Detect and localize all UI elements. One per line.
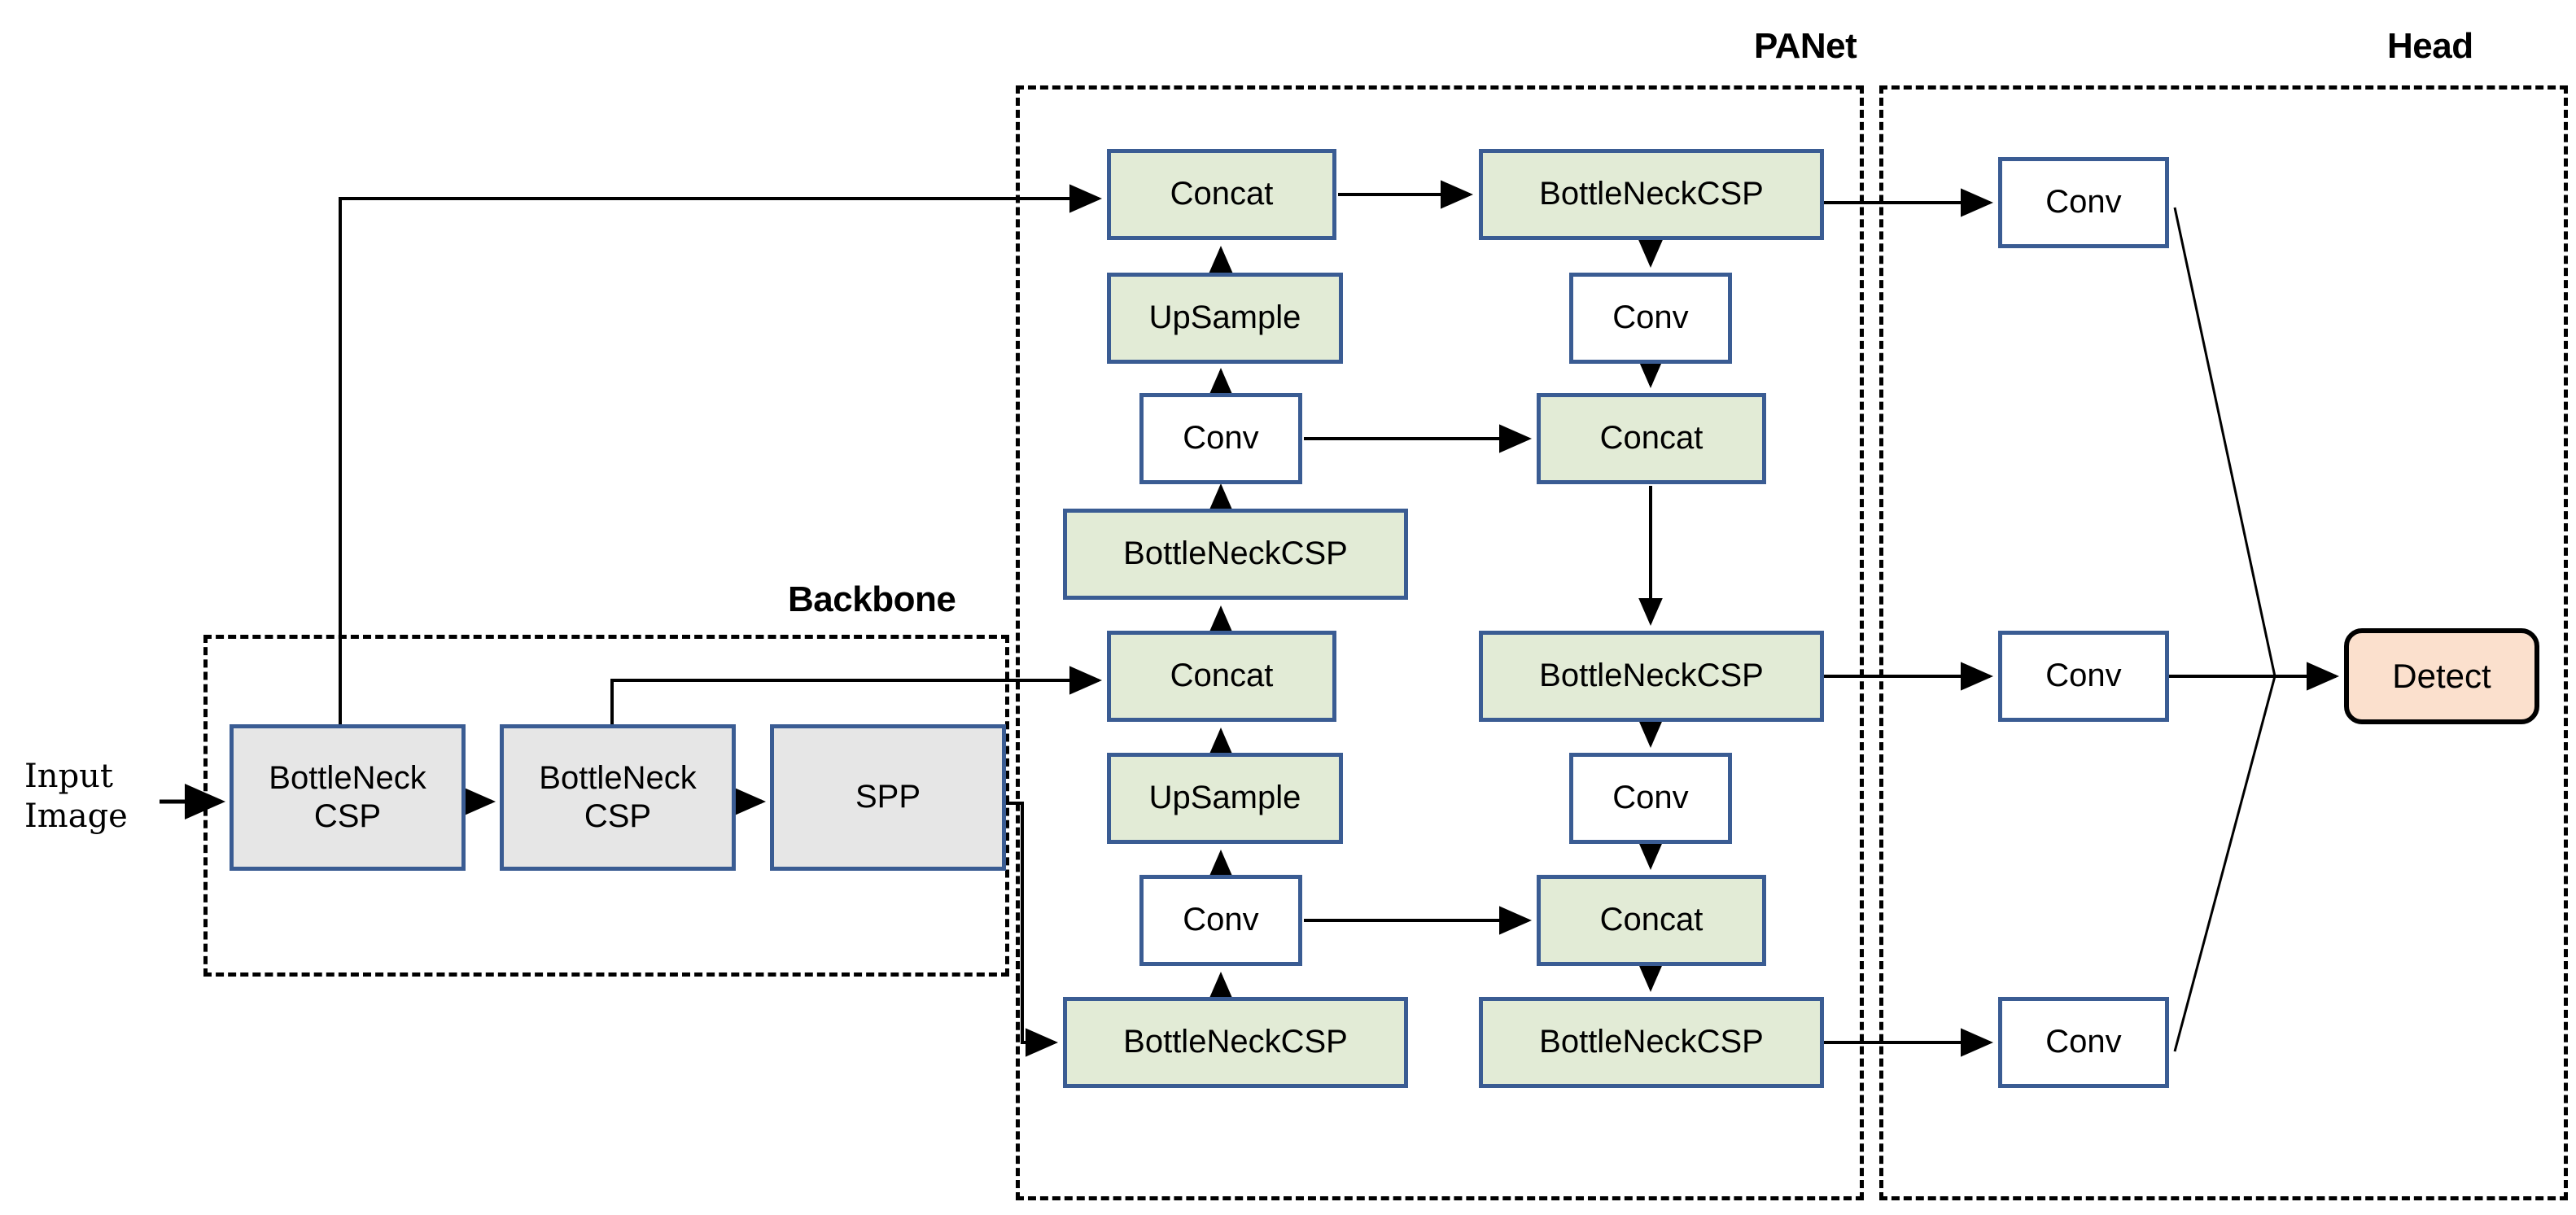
node-panet-bottleneckcsp-bottom[interactable]: BottleNeckCSP bbox=[1063, 997, 1408, 1088]
node-panet-upsample-top[interactable]: UpSample bbox=[1107, 273, 1343, 364]
node-backbone-spp[interactable]: SPP bbox=[770, 724, 1006, 871]
node-head-conv-1[interactable]: Conv bbox=[1998, 157, 2169, 248]
node-backbone-bottleneckcsp-1[interactable]: BottleNeck CSP bbox=[230, 724, 466, 871]
node-head-conv-3[interactable]: Conv bbox=[1998, 997, 2169, 1088]
node-panet-bottleneckcsp-r1[interactable]: BottleNeckCSP bbox=[1479, 149, 1824, 240]
node-head-conv-2[interactable]: Conv bbox=[1998, 631, 2169, 722]
node-panet-concat-r1[interactable]: Concat bbox=[1537, 393, 1766, 484]
group-label-head: Head bbox=[2387, 26, 2473, 66]
node-panet-concat-top[interactable]: Concat bbox=[1107, 149, 1336, 240]
node-backbone-bottleneckcsp-2[interactable]: BottleNeck CSP bbox=[500, 724, 736, 871]
node-panet-bottleneckcsp-r3[interactable]: BottleNeckCSP bbox=[1479, 997, 1824, 1088]
group-frame-head bbox=[1879, 85, 2568, 1200]
input-image-label: Input Image bbox=[24, 758, 128, 835]
node-panet-conv-r1[interactable]: Conv bbox=[1569, 273, 1732, 364]
node-panet-upsample-bottom[interactable]: UpSample bbox=[1107, 753, 1343, 844]
group-frame-panet bbox=[1016, 85, 1864, 1200]
group-label-panet: PANet bbox=[1754, 26, 1857, 66]
group-label-backbone: Backbone bbox=[788, 579, 956, 619]
node-head-detect[interactable]: Detect bbox=[2344, 628, 2539, 724]
node-panet-conv-top[interactable]: Conv bbox=[1139, 393, 1302, 484]
node-panet-bottleneckcsp-r2[interactable]: BottleNeckCSP bbox=[1479, 631, 1824, 722]
node-panet-concat-mid[interactable]: Concat bbox=[1107, 631, 1336, 722]
node-panet-bottleneckcsp-mid[interactable]: BottleNeckCSP bbox=[1063, 509, 1408, 600]
node-panet-concat-r2[interactable]: Concat bbox=[1537, 875, 1766, 966]
group-frame-backbone bbox=[203, 635, 1009, 977]
node-panet-conv-bottom[interactable]: Conv bbox=[1139, 875, 1302, 966]
node-panet-conv-r2[interactable]: Conv bbox=[1569, 753, 1732, 844]
